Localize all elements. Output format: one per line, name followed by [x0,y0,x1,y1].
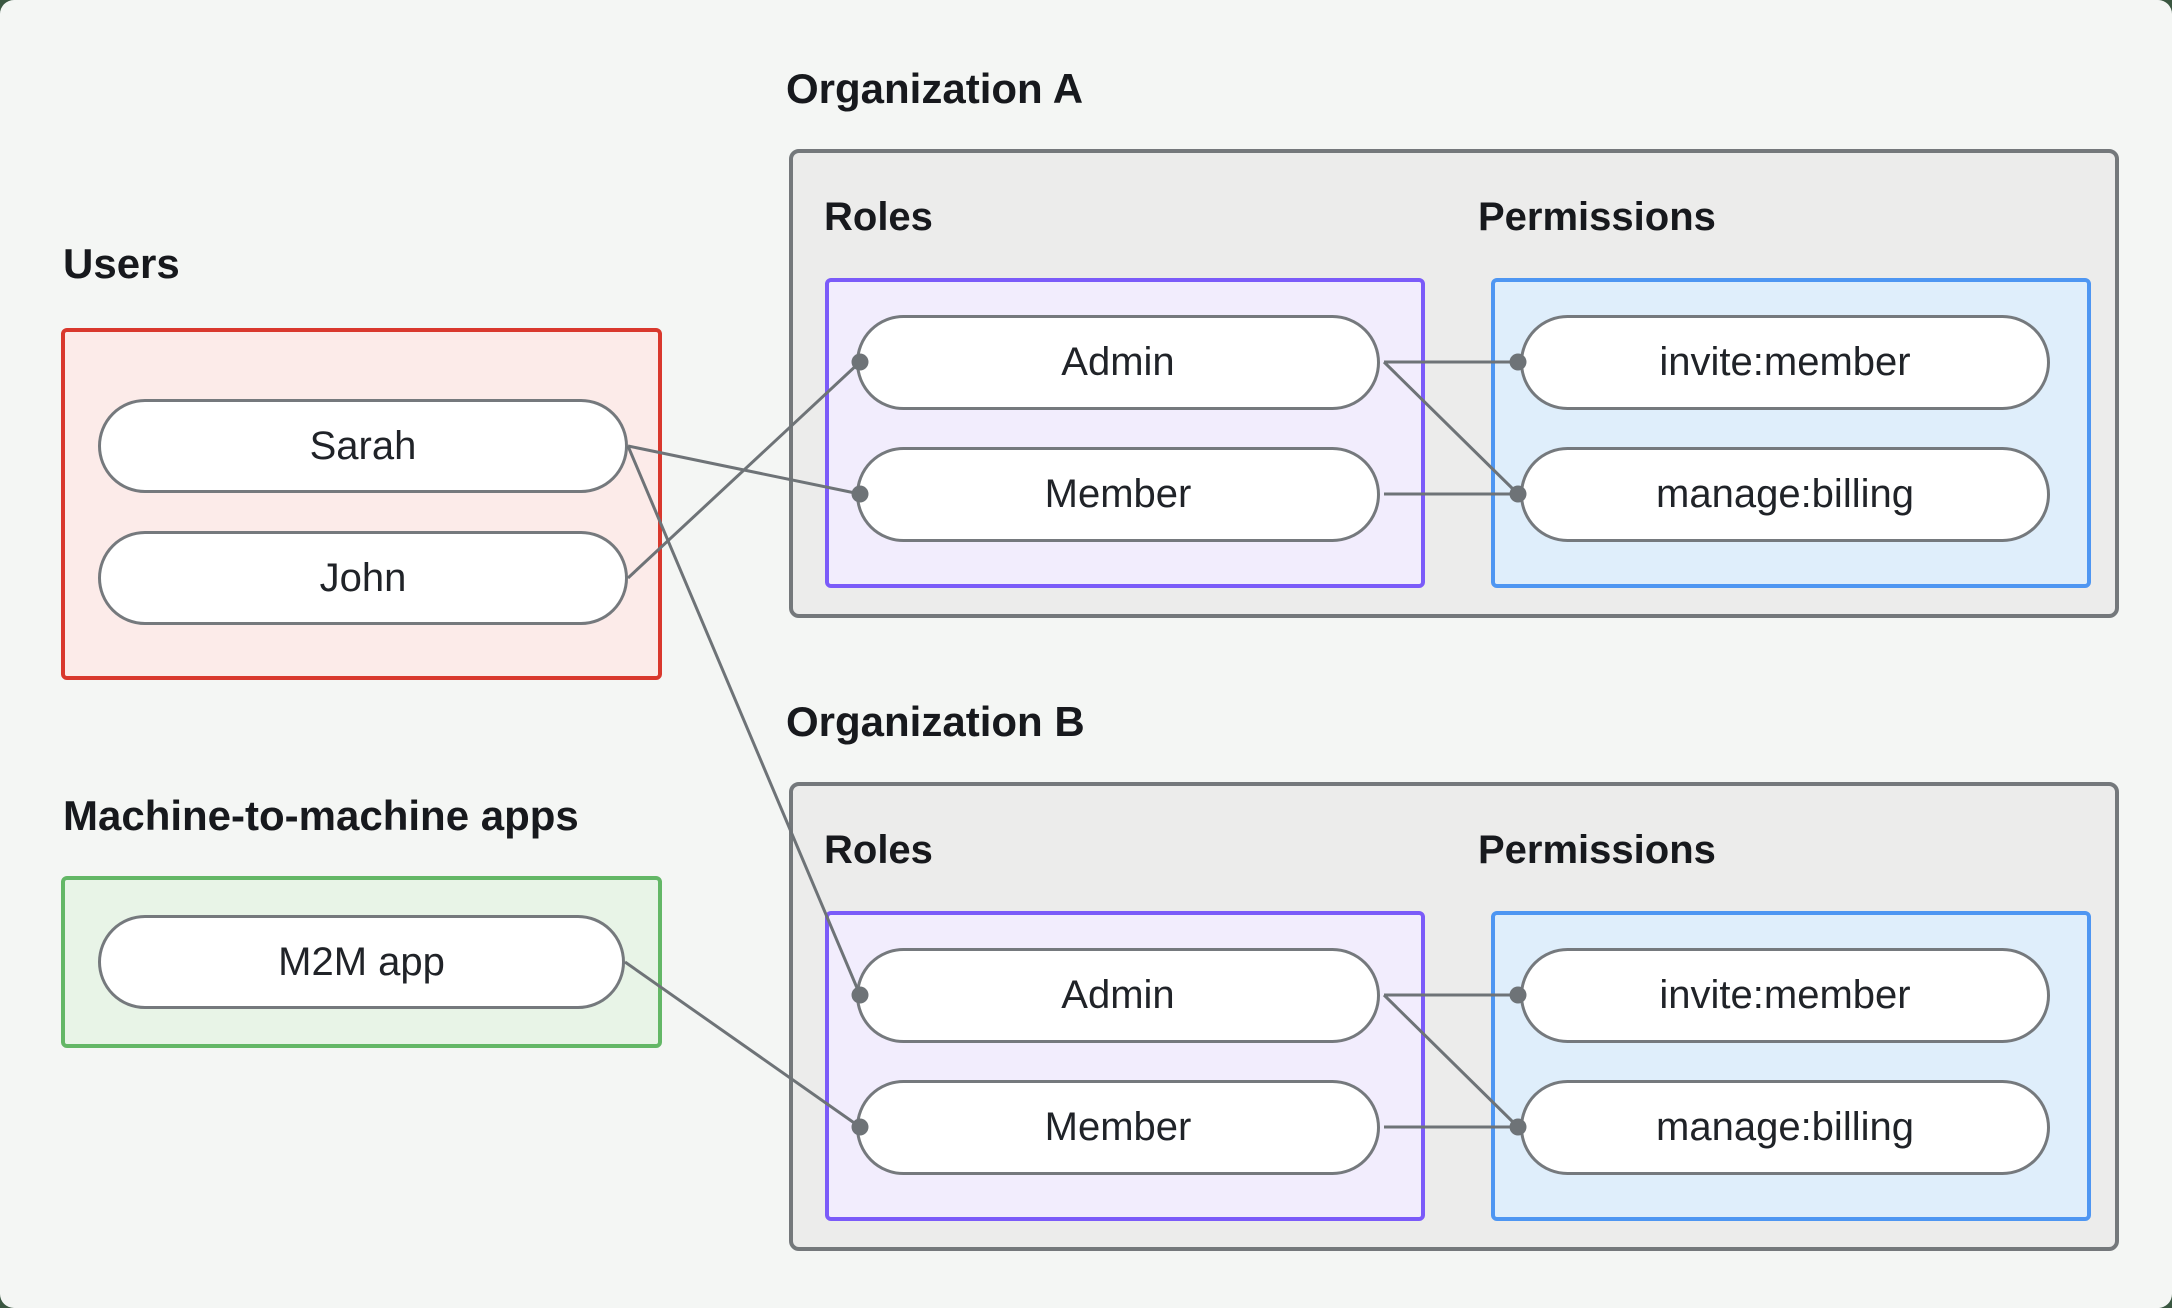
role-pill-member-a: Member [856,447,1380,542]
user-pill-label: John [319,555,407,600]
role-pill-label: Member [1044,472,1192,516]
role-pill-label: Admin [1061,973,1175,1017]
permission-pill-invite-member-a: invite:member [1520,315,2050,410]
user-pill-john: John [98,531,628,625]
permission-pill-label: invite:member [1659,340,1911,384]
org-a-permissions-box: invite:member manage:billing [1491,278,2091,588]
org-b-roles-label: Roles [824,828,933,872]
org-a-permissions-label: Permissions [1478,195,1716,239]
m2m-app-pill-label: M2M app [278,939,445,984]
org-a-roles-label: Roles [824,195,933,239]
user-pill-label: Sarah [309,423,417,468]
permission-pill-label: manage:billing [1656,1105,1914,1149]
permission-pill-invite-member-b: invite:member [1520,948,2050,1043]
role-pill-admin-b: Admin [856,948,1380,1043]
org-b-permissions-label: Permissions [1478,828,1716,872]
org-a-roles-box: Admin Member [825,278,1425,588]
role-pill-label: Admin [1061,340,1175,384]
org-a-title: Organization A [786,65,1084,112]
org-b-permissions-box: invite:member manage:billing [1491,911,2091,1221]
user-pill-sarah: Sarah [98,399,628,493]
org-b-title: Organization B [786,698,1085,745]
m2m-group-label: Machine-to-machine apps [63,792,579,839]
permission-pill-label: invite:member [1659,973,1911,1017]
permission-pill-label: manage:billing [1656,472,1914,516]
role-pill-admin-a: Admin [856,315,1380,410]
org-a-box: Roles Permissions Admin Member invite:me… [789,149,2119,618]
m2m-app-pill: M2M app [98,915,625,1009]
org-b-roles-box: Admin Member [825,911,1425,1221]
role-pill-label: Member [1044,1105,1192,1149]
role-pill-member-b: Member [856,1080,1380,1175]
org-b-box: Roles Permissions Admin Member invite:me… [789,782,2119,1251]
m2m-group-box: M2M app [61,876,662,1048]
permission-pill-manage-billing-a: manage:billing [1520,447,2050,542]
users-group-box: Sarah John [61,328,662,680]
permission-pill-manage-billing-b: manage:billing [1520,1080,2050,1175]
users-group-label: Users [63,240,180,287]
